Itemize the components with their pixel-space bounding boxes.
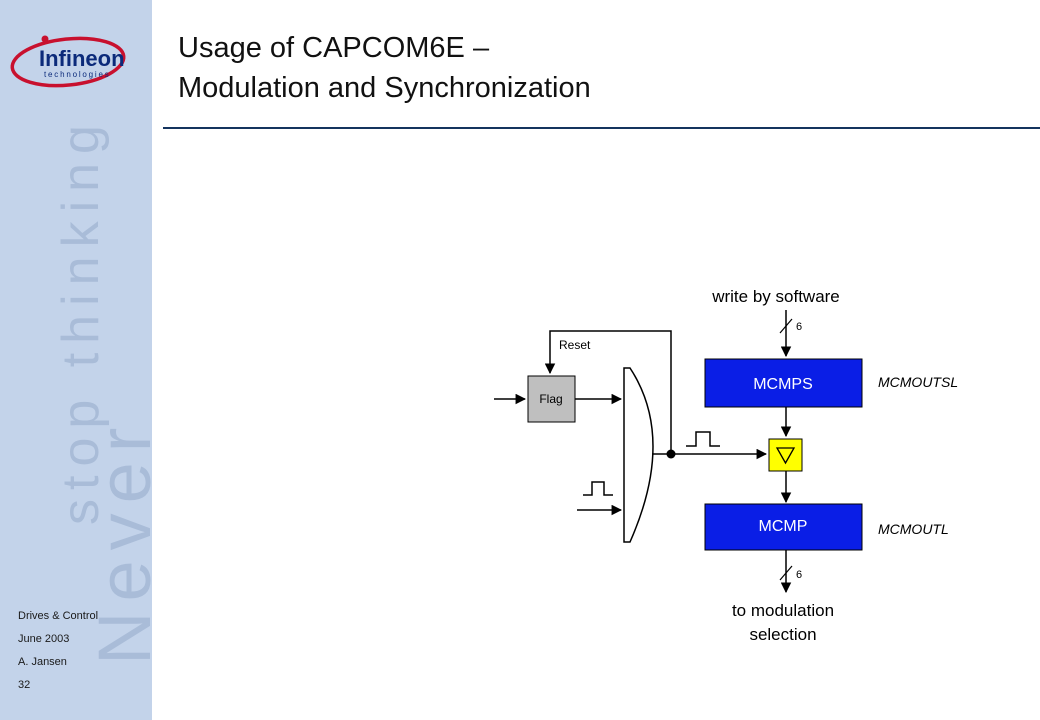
logo-wordmark: Infineon [39, 46, 125, 71]
mcmp-register [704, 503, 863, 551]
title-line-1: Usage of CAPCOM6E – [178, 32, 490, 64]
or-gate [623, 367, 654, 543]
title-divider [163, 127, 1040, 129]
bus-width-mark-bottom [779, 565, 793, 581]
footer-department: Drives & Control [18, 610, 99, 622]
output-label-line-2: selection [749, 625, 816, 644]
logo-dot [41, 35, 49, 43]
mcmps-register [704, 358, 863, 408]
flag-label: Flag [539, 392, 562, 406]
bus-width-mark-top [779, 318, 793, 334]
sidebar: Never stop thinking Infineon technologie… [0, 0, 152, 720]
bus-width-top: 6 [796, 321, 802, 333]
slogan-stop-thinking: stop thinking [52, 116, 110, 525]
logo-subtitle: technologies [44, 70, 111, 79]
logo-swoosh [10, 36, 126, 88]
title-line-2: Modulation and Synchronization [178, 72, 591, 104]
slogan-never: Never [83, 418, 152, 665]
mcmoutsl-label: MCMOUTSL [878, 374, 958, 390]
footer-author: A. Jansen [18, 656, 67, 668]
footer-date: June 2003 [18, 633, 70, 645]
mcmp-label: MCMP [759, 518, 808, 535]
pulse-icon-output [686, 431, 720, 447]
bus-width-bottom: 6 [796, 569, 802, 581]
footer-page-number: 32 [18, 679, 31, 691]
write-by-software-label: write by software [711, 287, 840, 306]
slogan-watermark: Never stop thinking [52, 116, 152, 665]
mcmoutl-label: MCMOUTL [878, 521, 949, 537]
trigger-triangle-icon [775, 447, 796, 465]
reset-feedback-line [544, 330, 672, 454]
output-label-line-1: to modulation [732, 601, 834, 620]
page-title: Usage of CAPCOM6E – Modulation and Synch… [178, 28, 591, 108]
mcmps-label: MCMPS [753, 376, 813, 393]
pulse-icon-input [583, 481, 613, 496]
transfer-trigger-block [768, 438, 803, 472]
reset-label: Reset [559, 338, 591, 352]
infineon-logo: Infineon technologies [10, 35, 126, 88]
